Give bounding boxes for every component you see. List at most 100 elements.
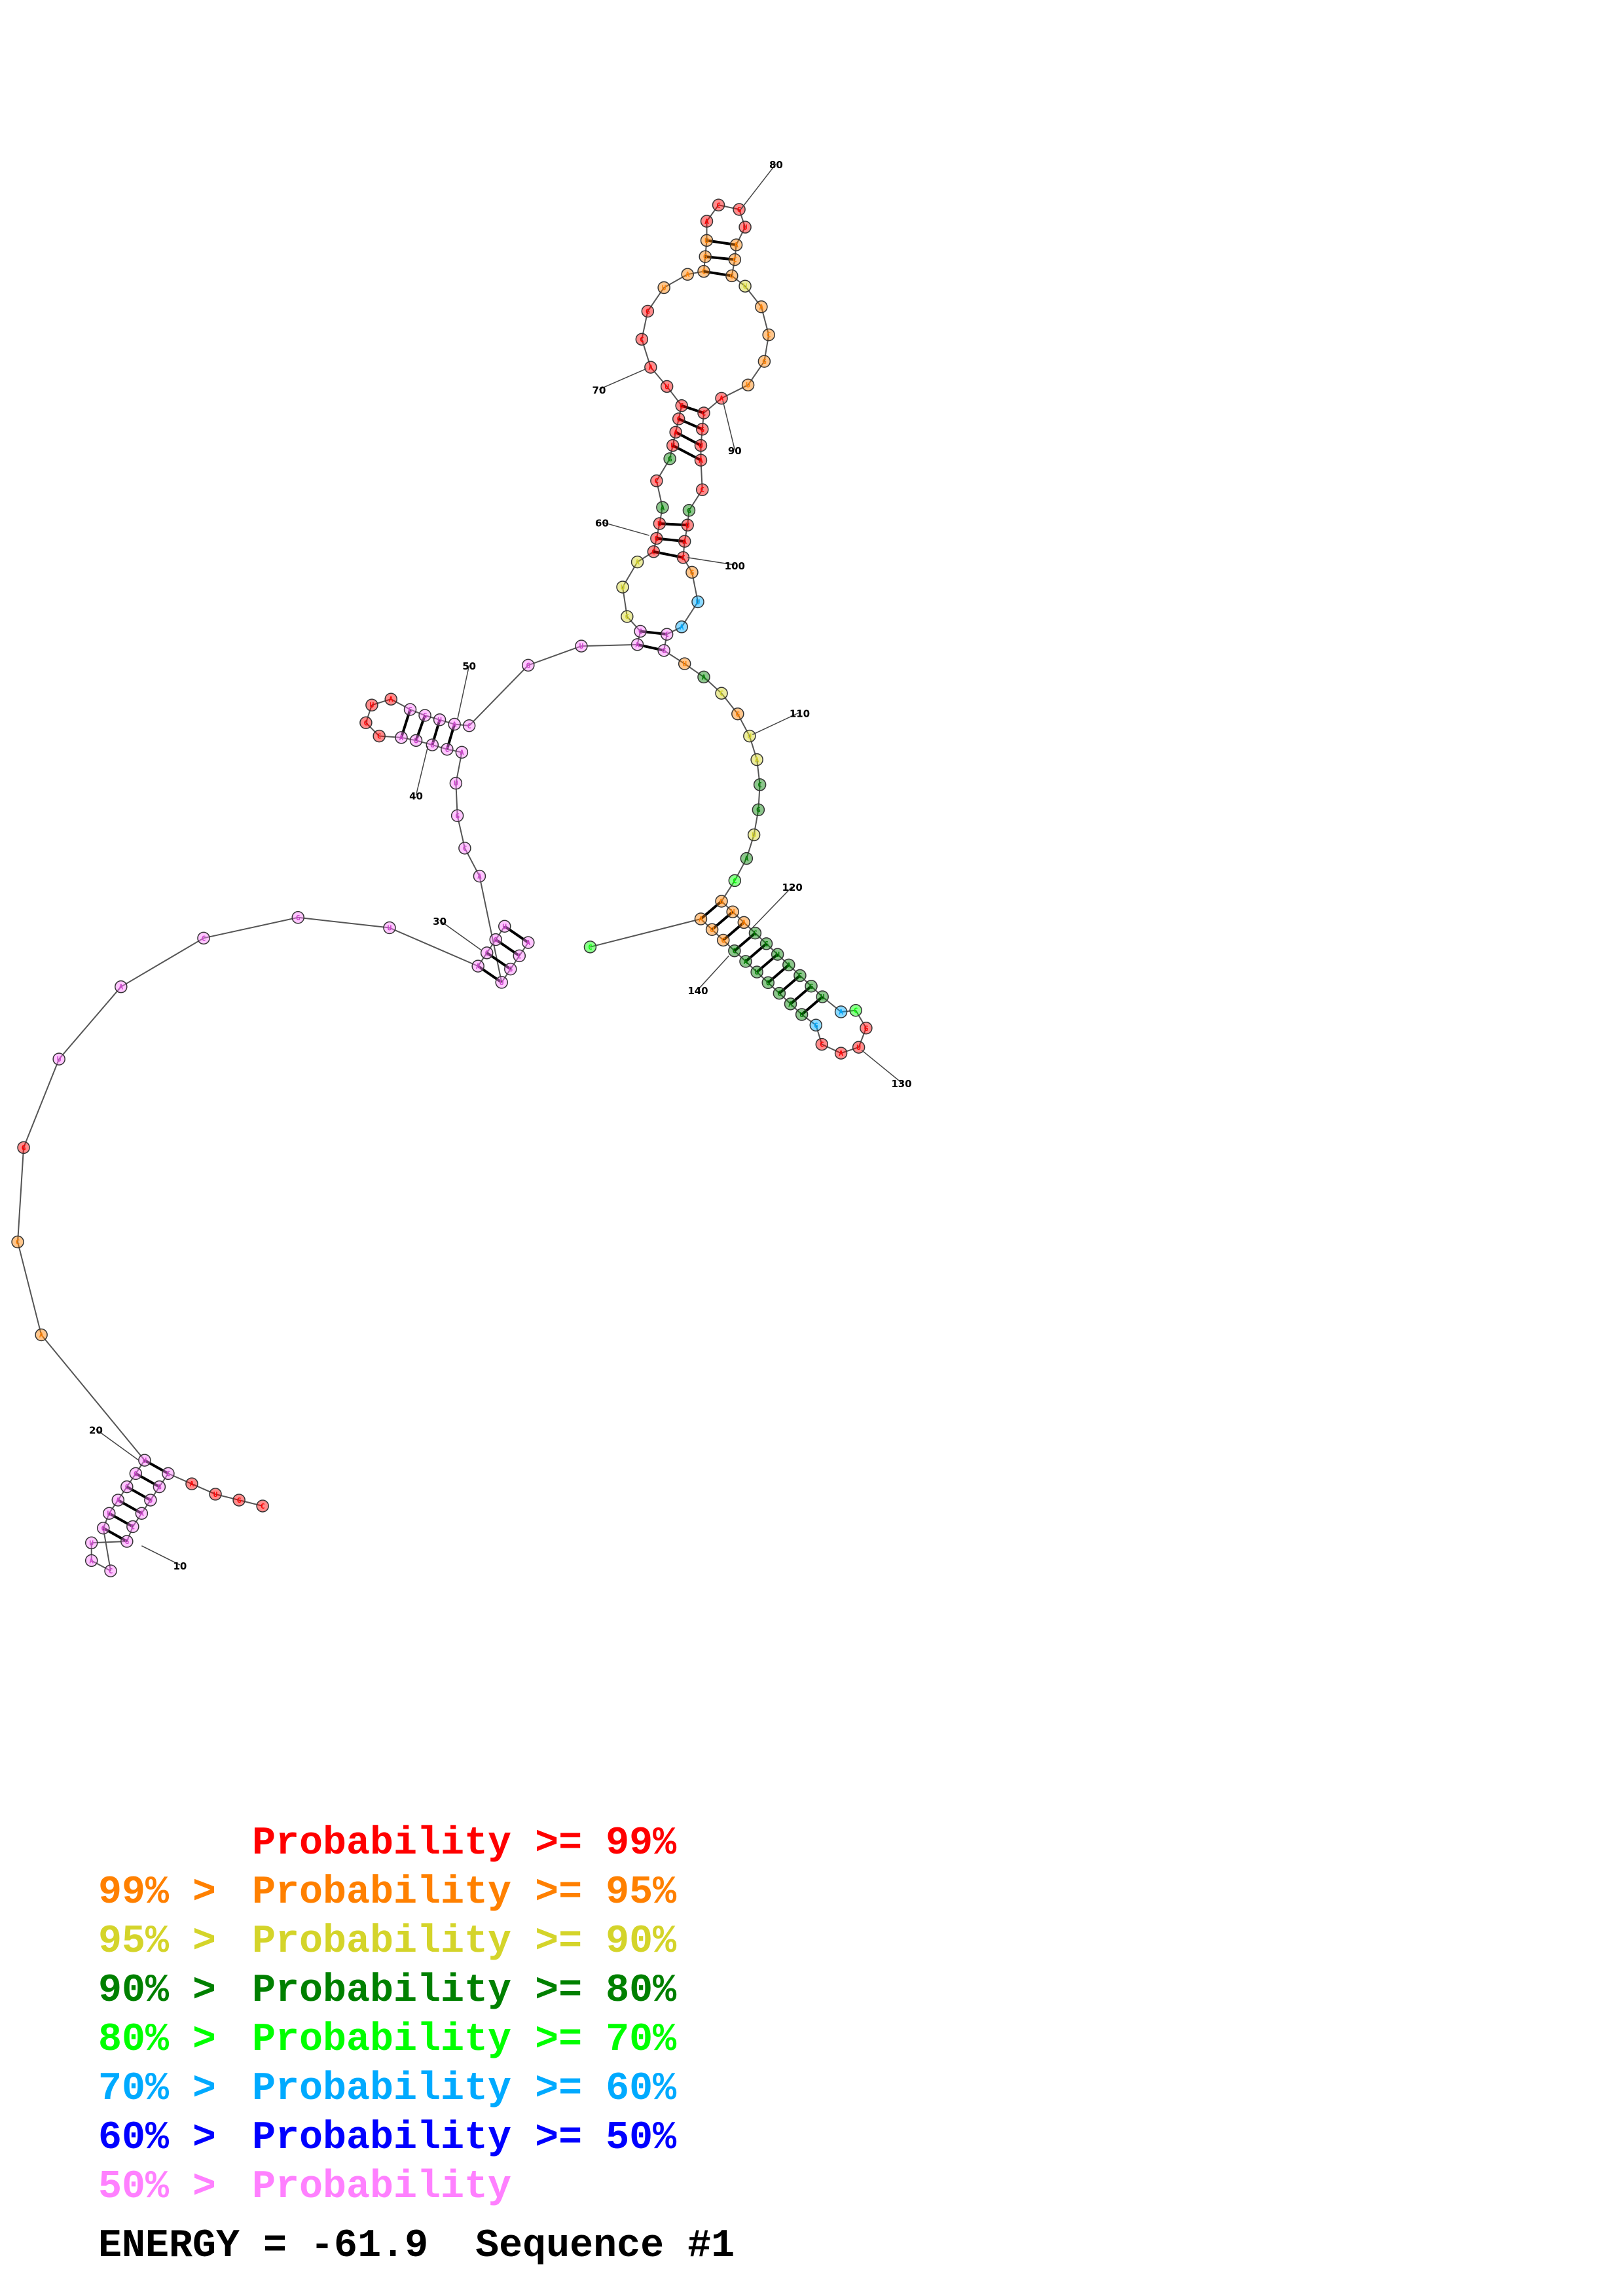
backbone-segment: [721, 384, 749, 399]
nucleotide: U: [739, 279, 752, 293]
nucleotide: U: [103, 1507, 116, 1520]
nucleotide: C: [513, 949, 526, 963]
nucleotide-circle: [694, 912, 708, 925]
backbone-segment: [702, 257, 706, 272]
backbone-segment: [464, 848, 481, 877]
nucleotide: G: [418, 709, 431, 722]
nucleotide-circle: [682, 504, 696, 517]
backbone-segment: [760, 306, 770, 335]
backbone-segment: [191, 1483, 216, 1495]
legend-row: 95% >Probability >= 90%: [98, 1918, 676, 1967]
nucleotide: C: [373, 729, 386, 743]
nucleotide-circle: [697, 670, 710, 684]
nucleotide: A: [644, 361, 657, 374]
nucleotide: G: [860, 1022, 873, 1035]
base-pair-bond: [653, 550, 684, 559]
nucleotide: G: [715, 895, 728, 908]
nucleotide: C: [697, 264, 710, 278]
nucleotide-letter: U: [820, 993, 825, 1001]
nucleotide-circle: [103, 1507, 116, 1520]
nucleotide-circle: [185, 1477, 198, 1490]
nucleotide-letter: G: [764, 940, 769, 948]
nucleotide-circle: [666, 439, 680, 452]
backbone-segment: [58, 986, 122, 1060]
nucleotide: U: [52, 1052, 65, 1066]
nucleotide: A: [384, 692, 397, 706]
nucleotide: C: [458, 842, 471, 855]
nucleotide: C: [162, 1467, 175, 1480]
backbone-segment: [659, 507, 663, 524]
backbone-segment: [731, 259, 736, 276]
nucleotide: C: [403, 703, 417, 716]
backbone-segment: [379, 735, 402, 738]
nucleotide-circle: [731, 708, 744, 721]
nucleotide-circle: [504, 962, 517, 976]
nucleotide: C: [660, 628, 674, 641]
nucleotide-circle: [716, 933, 730, 947]
backbone-segment: [739, 209, 746, 228]
nucleotide-circle: [728, 874, 742, 888]
backbone-segment: [663, 650, 685, 664]
nucleotide-circle: [681, 518, 694, 532]
nucleotide-circle: [700, 215, 714, 228]
nucleotide-letter: U: [414, 736, 418, 745]
nucleotide: A: [740, 852, 754, 865]
nucleotide-letter: A: [788, 1000, 793, 1009]
nucleotide-letter: U: [696, 598, 701, 606]
backbone-segment: [767, 982, 780, 994]
nucleotide: U: [433, 713, 447, 726]
backbone-segment: [132, 1513, 143, 1528]
nucleotide: U: [653, 517, 666, 530]
nucleotide: C: [715, 687, 728, 700]
nucleotide: G: [695, 423, 709, 436]
nucleotide-circle: [852, 1041, 866, 1054]
base-pair-bond: [117, 1499, 143, 1515]
nucleotide-circle: [748, 926, 762, 940]
legend-label: Probability: [252, 2116, 512, 2161]
nucleotide-letter: G: [646, 308, 650, 316]
backbone-segment: [748, 736, 758, 760]
base-pair-bond: [445, 723, 456, 750]
nucleotide: U: [575, 639, 588, 653]
backbone-segment: [735, 226, 746, 245]
nucleotide: U: [138, 1454, 151, 1467]
legend-suffix: >= 95%: [511, 1871, 677, 1915]
backbone-segment: [687, 510, 690, 526]
nucleotide-circle: [433, 713, 447, 726]
backbone-segment: [734, 950, 746, 962]
nucleotide-circle: [126, 1520, 139, 1534]
nucleotide-letter: U: [149, 1496, 153, 1505]
nucleotide: G: [153, 1480, 166, 1494]
backbone-segment: [788, 964, 801, 977]
nucleotide-circle: [489, 933, 502, 946]
nucleotide: C: [676, 551, 690, 564]
nucleotide: A: [834, 1047, 848, 1060]
backbone-segment: [756, 759, 761, 785]
backbone-segment: [365, 704, 373, 723]
backbone-segment: [622, 562, 638, 588]
nucleotide-letter: C: [757, 781, 762, 789]
nucleotide: U: [616, 581, 629, 594]
nucleotide-circle: [728, 253, 742, 266]
nucleotide-letter: G: [455, 812, 460, 820]
nucleotide: G: [805, 980, 818, 993]
nucleotide-circle: [450, 809, 464, 823]
backbone-segment: [416, 740, 433, 746]
index-leader-line: [439, 920, 482, 950]
nucleotide-circle: [621, 610, 634, 623]
backbone-segment: [102, 1528, 112, 1571]
nucleotide-letter: U: [755, 968, 759, 977]
backbone-segment: [763, 334, 770, 362]
index-label: 40: [409, 790, 423, 802]
nucleotide: U: [705, 923, 719, 936]
backbone-segment: [108, 1499, 119, 1514]
nucleotide-letter: A: [39, 1331, 44, 1340]
nucleotide: U: [498, 920, 511, 933]
nucleotide-circle: [458, 842, 471, 855]
backbone-segment: [753, 810, 759, 835]
backbone-segment: [666, 386, 682, 406]
backbone-segment: [732, 911, 744, 924]
index-label: 90: [728, 445, 742, 457]
nucleotide-letter: G: [720, 897, 724, 906]
nucleotide-circle: [104, 1564, 117, 1577]
